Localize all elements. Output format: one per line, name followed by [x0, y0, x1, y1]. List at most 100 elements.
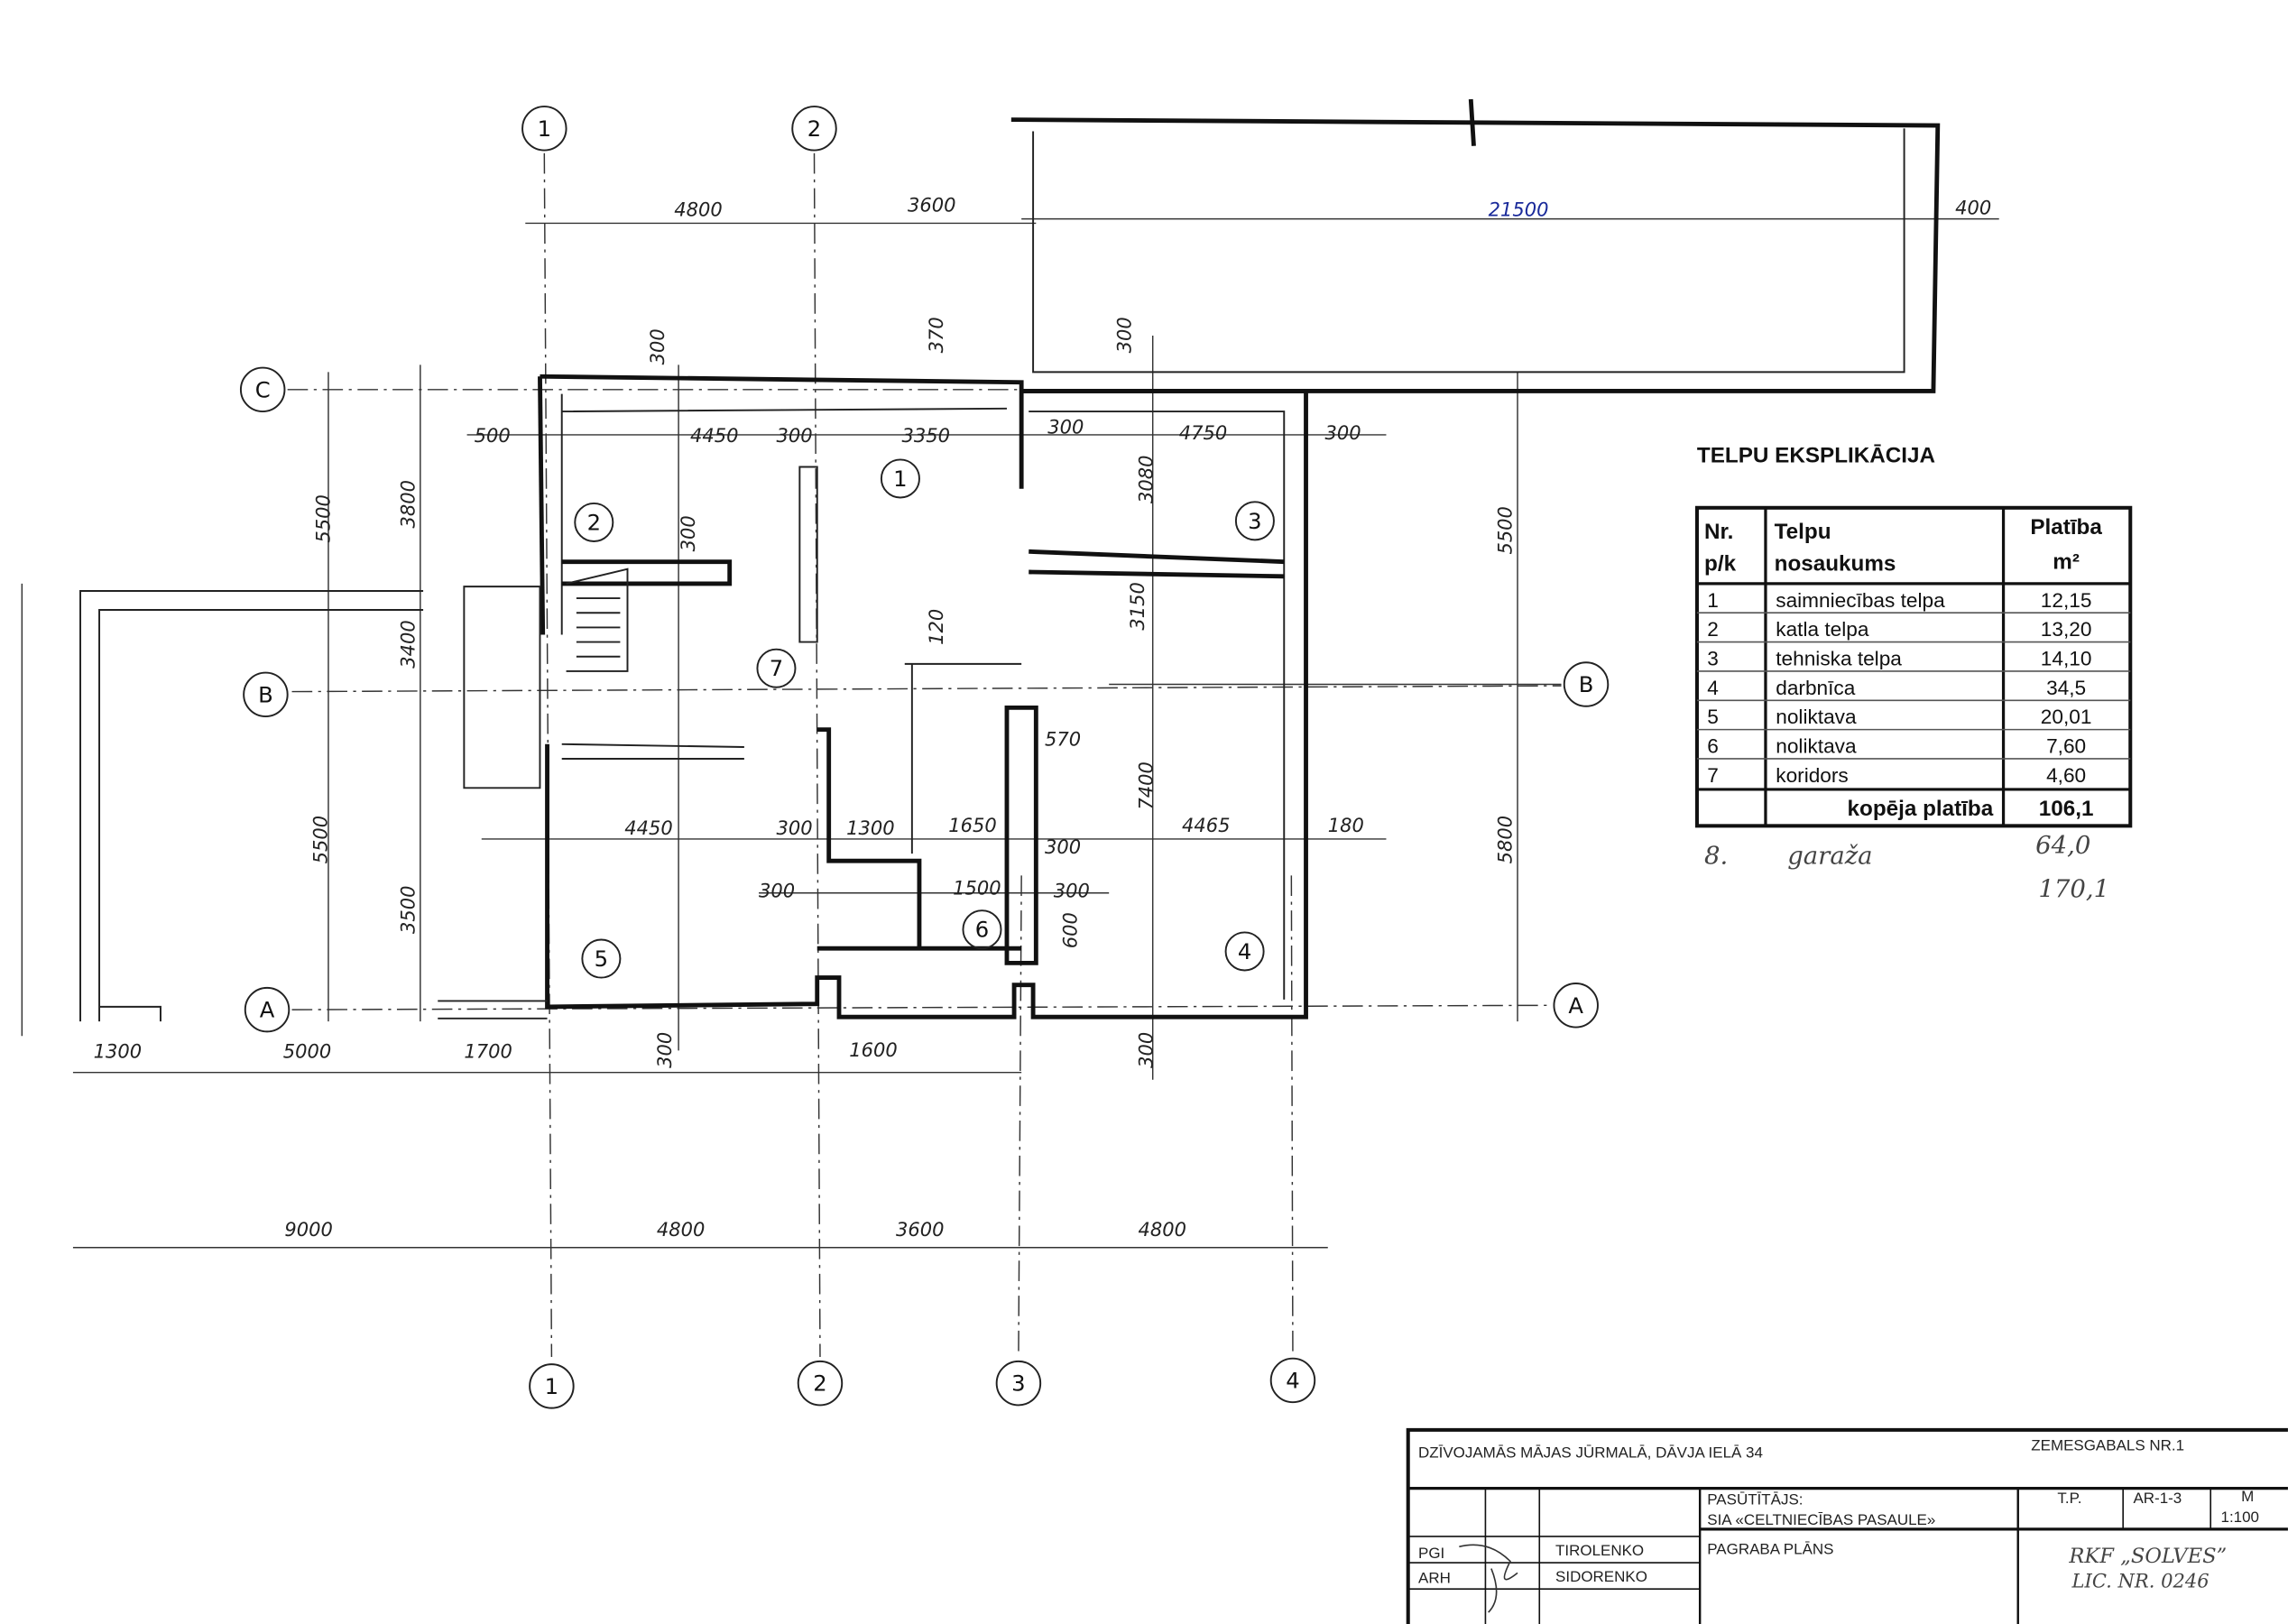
- svg-text:B: B: [1579, 671, 1594, 697]
- svg-text:1: 1: [1707, 589, 1719, 612]
- svg-text:7: 7: [1707, 764, 1719, 787]
- dimension-label: 3080: [1135, 455, 1158, 503]
- svg-text:M: M: [2241, 1488, 2254, 1505]
- dimension-label: 1600: [849, 1038, 897, 1061]
- dimension-label: 4450: [624, 817, 672, 839]
- table-row: 7 koridors 4,60: [1707, 764, 2086, 787]
- svg-text:SIDORENKO: SIDORENKO: [1555, 1568, 1647, 1585]
- room-marker-3: 3: [1234, 501, 1275, 541]
- svg-text:ARH: ARH: [1418, 1570, 1451, 1587]
- total-value: 106,1: [2039, 797, 2094, 821]
- svg-text:13,20: 13,20: [2041, 618, 2092, 641]
- svg-text:2: 2: [813, 1370, 826, 1397]
- svg-text:A: A: [260, 997, 275, 1023]
- svg-text:TIROLENKO: TIROLENKO: [1555, 1542, 1644, 1559]
- stamp-license: LIC. NR. 0246: [2071, 1570, 2210, 1592]
- dimension-lines: [21, 217, 1999, 1249]
- svg-text:5: 5: [1707, 706, 1719, 728]
- drawing-name: PAGRABA PLĀNS: [1707, 1540, 1833, 1557]
- svg-text:Nr.: Nr.: [1704, 520, 1733, 544]
- handwritten-grand-total: 170,1: [2038, 875, 2109, 904]
- scale: 1:100: [2221, 1509, 2259, 1526]
- axis-bubble-a-left: A: [244, 986, 291, 1033]
- svg-text:4: 4: [1707, 677, 1719, 699]
- axis-bubble-3-bottom: 3: [995, 1360, 1042, 1407]
- svg-text:7,60: 7,60: [2046, 735, 2086, 758]
- dimension-label: 300: [677, 515, 699, 551]
- dimension-label: 1700: [464, 1040, 512, 1063]
- svg-text:5: 5: [595, 946, 608, 972]
- dimension-label: 9000: [284, 1218, 332, 1241]
- dimension-label: 300: [759, 880, 795, 902]
- axis-bubble-1-bottom: 1: [529, 1363, 575, 1409]
- svg-text:noliktava: noliktava: [1776, 735, 1857, 758]
- dimension-labels: 4800 3600 21500 400 300 370 300 500 4450…: [94, 194, 1992, 1241]
- stamp-company: RKF „SOLVES”: [2068, 1545, 2227, 1568]
- axis-bubble-b-right: B: [1563, 661, 1610, 707]
- svg-text:3: 3: [1011, 1370, 1025, 1397]
- dimension-label: 4800: [1139, 1218, 1186, 1241]
- svg-text:3: 3: [1248, 508, 1261, 534]
- svg-text:20,01: 20,01: [2041, 706, 2092, 728]
- building-walls: [538, 374, 1308, 1020]
- dimension-label: 300: [646, 328, 669, 364]
- dimension-label: 1650: [948, 814, 996, 836]
- room-marker-6: 6: [962, 909, 1002, 950]
- plot-number: ZEMESGABALS NR.1: [2031, 1437, 2184, 1454]
- dimension-label: 180: [1328, 814, 1364, 836]
- table-row: 1 saimniecības telpa 12,15: [1707, 589, 2091, 612]
- room-marker-4: 4: [1224, 931, 1265, 972]
- svg-text:m²: m²: [2053, 550, 2080, 575]
- svg-text:p/k: p/k: [1704, 551, 1737, 576]
- left-annex-walls: [79, 586, 548, 1022]
- axis-bubble-a-right: A: [1553, 983, 1599, 1029]
- project-title: DZĪVOJAMĀS MĀJAS JŪRMALĀ, DĀVJA IELĀ 34: [1418, 1444, 1763, 1462]
- svg-text:4: 4: [1286, 1367, 1299, 1393]
- total-label: kopēja platība: [1848, 797, 1994, 821]
- svg-text:2: 2: [807, 115, 821, 142]
- dimension-label: 300: [1047, 415, 1084, 438]
- dimension-label: 3500: [396, 886, 419, 934]
- signature: [1459, 1544, 1518, 1613]
- dimension-label: 300: [1045, 835, 1081, 858]
- dimension-label: 4800: [674, 198, 722, 220]
- svg-text:koridors: koridors: [1776, 764, 1848, 787]
- dimension-label: 370: [925, 317, 947, 353]
- garage-walls: [1010, 98, 1941, 393]
- dimension-label: 1300: [846, 817, 894, 839]
- dimension-label: 300: [1112, 317, 1135, 353]
- axis-bubble-b-left: B: [243, 671, 289, 718]
- svg-text:C: C: [255, 376, 271, 402]
- room-marker-1: 1: [880, 458, 920, 499]
- svg-text:12,15: 12,15: [2041, 589, 2092, 612]
- dimension-label: 500: [475, 424, 511, 447]
- dimension-label: 5000: [283, 1040, 331, 1063]
- title-block: DZĪVOJAMĀS MĀJAS JŪRMALĀ, DĀVJA IELĀ 34 …: [1406, 1427, 2288, 1624]
- svg-text:nosaukums: nosaukums: [1775, 551, 1896, 576]
- dimension-label: 3600: [908, 194, 955, 217]
- svg-text:4,60: 4,60: [2046, 764, 2086, 787]
- axis-bubbles: 1 2 1 2 3 4 C B A B A: [239, 106, 1610, 1409]
- dimension-label: 21500: [1489, 198, 1549, 220]
- handwritten-garage-area: 64,0: [2035, 831, 2090, 860]
- svg-text:PGI: PGI: [1418, 1545, 1444, 1562]
- svg-text:1: 1: [545, 1373, 558, 1399]
- svg-text:A: A: [1568, 992, 1583, 1019]
- svg-text:1: 1: [893, 466, 907, 492]
- dimension-label: 3600: [896, 1218, 944, 1241]
- dimension-label: 400: [1955, 197, 1991, 219]
- dimension-label: 300: [653, 1032, 676, 1068]
- svg-text:7: 7: [770, 655, 783, 681]
- dimension-label: 300: [776, 424, 812, 447]
- axis-bubble-4-bottom: 4: [1269, 1357, 1316, 1404]
- dimension-label: 5500: [309, 816, 331, 863]
- dimension-label: 1500: [953, 876, 1001, 899]
- dimension-label: 4465: [1182, 814, 1230, 836]
- svg-text:saimniecības telpa: saimniecības telpa: [1776, 589, 1945, 612]
- svg-text:3: 3: [1707, 647, 1719, 669]
- dimension-label: 300: [1135, 1032, 1158, 1068]
- dimension-label: 7400: [1135, 761, 1158, 809]
